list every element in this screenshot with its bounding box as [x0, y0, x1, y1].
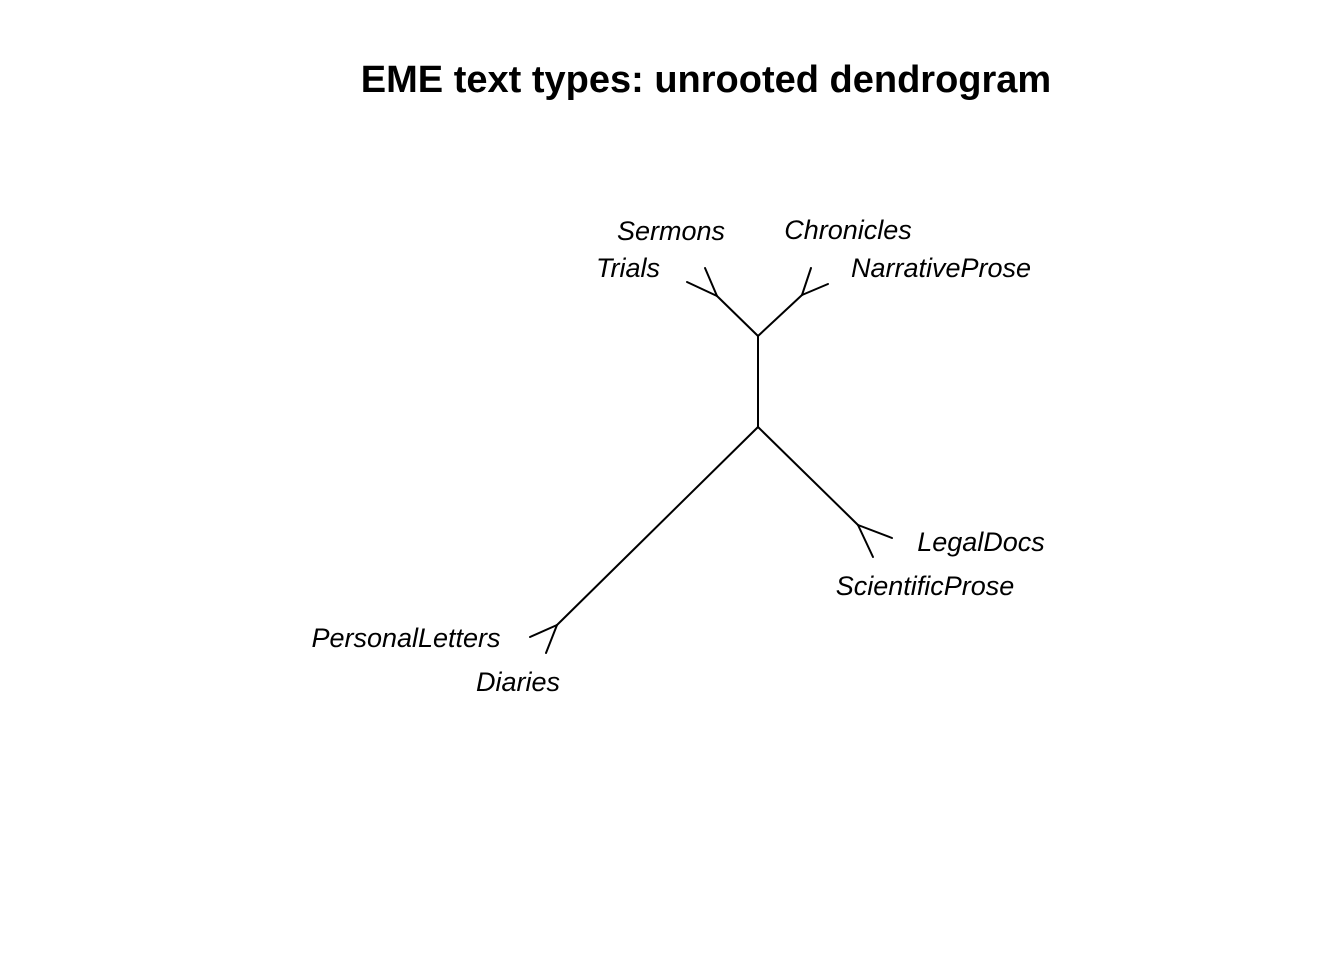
tree-edge: [545, 624, 558, 654]
tree-edge: [556, 426, 759, 626]
tree-edge: [857, 524, 893, 539]
tip-label-legaldocs: LegalDocs: [917, 527, 1045, 557]
tree-edge: [716, 295, 759, 337]
tree-edges: [529, 267, 893, 654]
tip-label-chronicles: Chronicles: [784, 215, 912, 245]
tree-edge: [686, 281, 718, 297]
tree-edge: [529, 624, 558, 638]
tree-edge: [757, 426, 859, 526]
tree-edge: [857, 524, 874, 558]
tip-label-scientificprose: ScientificProse: [836, 571, 1015, 601]
tree-edge: [757, 294, 803, 337]
tip-label-sermons: Sermons: [617, 216, 725, 246]
tree-edge: [801, 283, 829, 296]
tree-edge: [801, 267, 812, 296]
tip-label-narrativeprose: NarrativeProse: [851, 253, 1031, 283]
tip-label-trials: Trials: [596, 253, 660, 283]
tree-edge: [704, 267, 718, 297]
tip-label-personalletters: PersonalLetters: [311, 623, 500, 653]
plot-title: EME text types: unrooted dendrogram: [361, 59, 1051, 101]
tip-label-diaries: Diaries: [476, 667, 560, 697]
